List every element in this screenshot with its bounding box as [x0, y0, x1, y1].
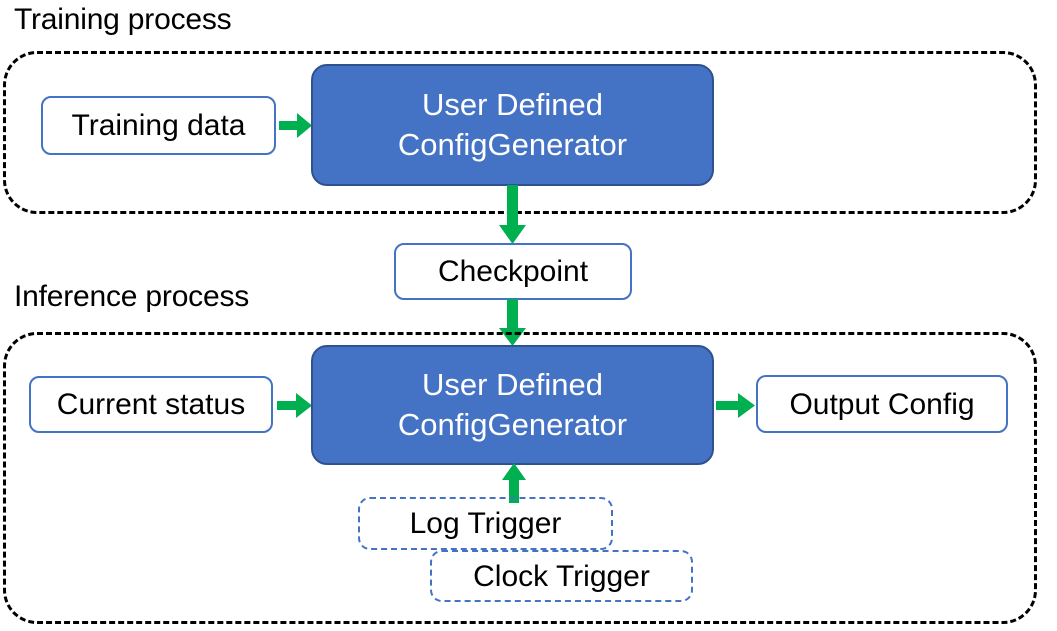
- arrow-generator-to-output-config: [716, 390, 756, 421]
- training-config-generator-box[interactable]: User Defined ConfigGenerator: [311, 64, 714, 186]
- arrow-training-generator-to-checkpoint: [497, 185, 528, 245]
- training-process-title: Training process: [14, 3, 232, 36]
- arrow-training-data-to-generator: [279, 110, 313, 141]
- current-status-box[interactable]: Current status: [29, 376, 273, 433]
- arrow-current-status-to-generator: [277, 390, 313, 421]
- inference-process-title: Inference process: [14, 280, 250, 313]
- arrow-triggers-to-generator: [500, 463, 528, 503]
- training-generator-line-1: User Defined: [422, 87, 603, 123]
- checkpoint-box[interactable]: Checkpoint: [394, 243, 632, 300]
- inference-generator-line-1: User Defined: [422, 367, 603, 403]
- training-process-container: [3, 51, 1037, 214]
- inference-config-generator-box[interactable]: User Defined ConfigGenerator: [311, 345, 714, 465]
- training-data-box[interactable]: Training data: [41, 96, 276, 155]
- log-trigger-box[interactable]: Log Trigger: [358, 497, 613, 550]
- training-generator-line-2: ConfigGenerator: [397, 127, 628, 162]
- inference-generator-line-2: ConfigGenerator: [397, 407, 628, 442]
- clock-trigger-box[interactable]: Clock Trigger: [430, 550, 693, 602]
- output-config-box[interactable]: Output Config: [756, 375, 1008, 433]
- inference-process-container: [3, 332, 1037, 624]
